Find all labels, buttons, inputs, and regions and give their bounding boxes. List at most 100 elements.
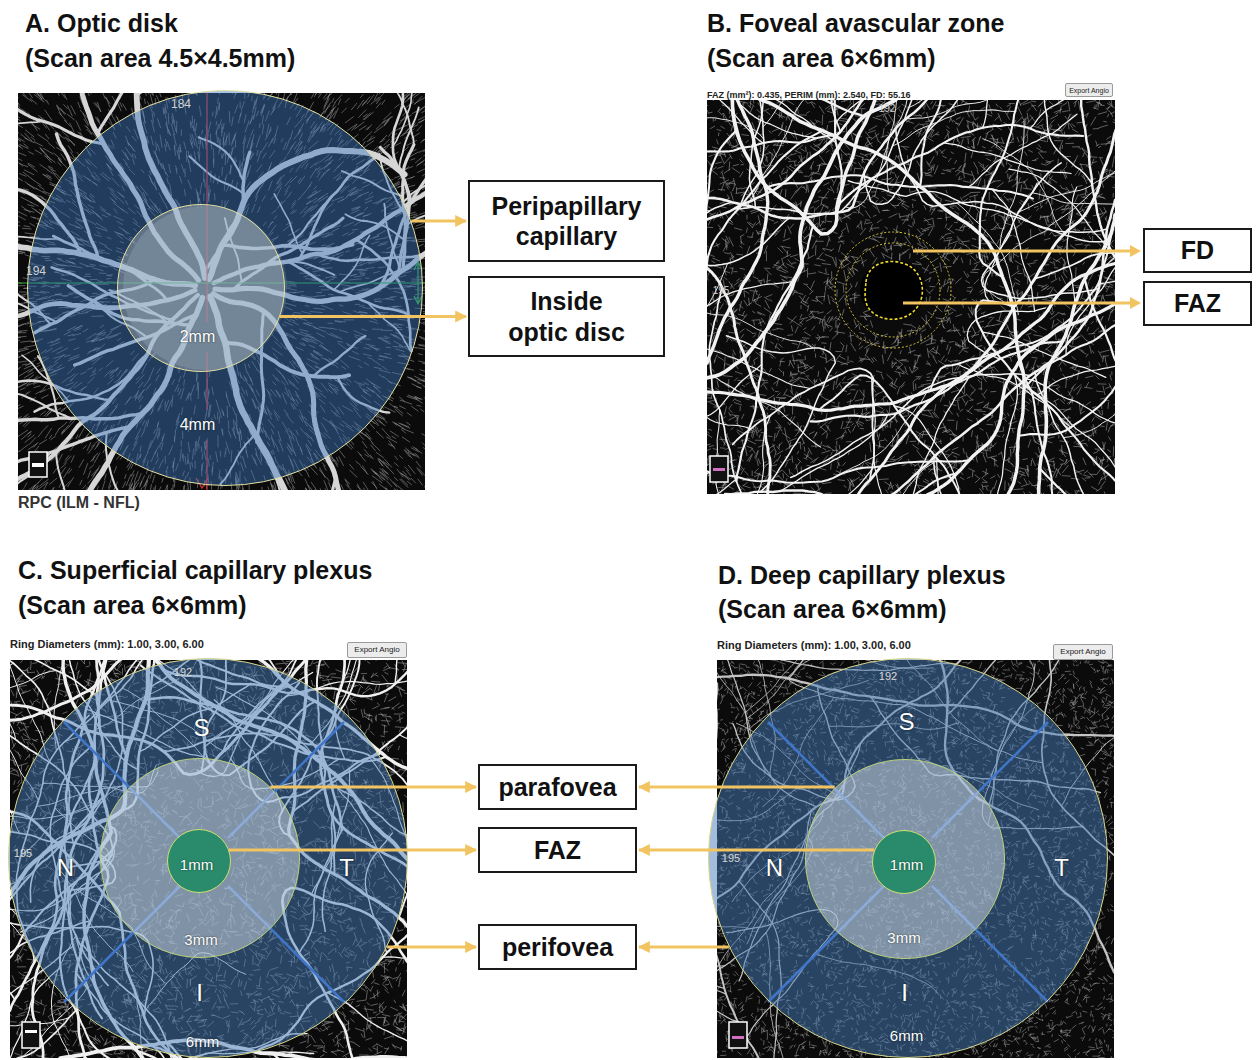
text-holder: I [901, 981, 908, 1005]
connector-arrow [639, 946, 729, 949]
ring-diameter: 6mm [890, 1027, 923, 1044]
retina-image [707, 100, 1115, 494]
label-holder: Ring Diameters (mm): 1.00, 3.00, 6.00 [717, 635, 911, 653]
vessel [754, 100, 1025, 494]
ring-diameter: 1mm [180, 856, 213, 873]
vessel [791, 374, 1031, 478]
callout-box: Peripapillary capillary [468, 180, 665, 262]
text-holder: S [193, 716, 209, 740]
sector-letter: S [193, 714, 209, 741]
label-holder: 192 [174, 662, 192, 680]
vessel [1000, 121, 1024, 250]
connector-arrow [639, 786, 835, 789]
slab-icon-bar [732, 1036, 744, 1039]
panel-title: (Scan area 6×6mm) [718, 595, 947, 623]
sector-letter: I [196, 979, 203, 1006]
button-label: Export Angio [1069, 87, 1109, 94]
vessel [789, 660, 811, 679]
slab-icon [29, 452, 47, 477]
vessel [983, 100, 988, 128]
vessel [707, 130, 737, 258]
button-label: Export Angio [354, 646, 399, 654]
text-holder: 6mm [890, 1027, 923, 1045]
image-annotation: Ring Diameters (mm): 1.00, 3.00, 6.00 [10, 638, 204, 650]
retina-image [18, 93, 425, 490]
sector-letter: N [57, 854, 74, 881]
vessel [10, 663, 13, 676]
sector-letter: T [339, 854, 354, 881]
connector-arrow [270, 786, 476, 789]
vessel [733, 100, 878, 234]
vessel [707, 100, 927, 219]
vessel [905, 100, 1019, 119]
connector-arrow [229, 849, 476, 852]
vessel [1031, 390, 1115, 481]
vessel [1020, 660, 1034, 670]
vessel [10, 970, 15, 1000]
vessel [717, 999, 738, 1022]
faz-area [860, 260, 926, 320]
region-circle: 2mm [117, 204, 285, 372]
panel-title: (Scan area 6×6mm) [18, 591, 247, 619]
connector-arrow [387, 946, 476, 949]
vessel [896, 128, 1106, 232]
vessel [982, 163, 1099, 299]
panel-title: (Scan area 6×6mm) [707, 44, 936, 72]
fd-ring [835, 232, 951, 348]
callout-label: parafovea [498, 772, 616, 803]
text-holder: 3mm [184, 931, 217, 949]
ring-diameter: 3mm [887, 929, 920, 946]
label-holder: 184 [171, 94, 191, 112]
vessel [56, 451, 70, 490]
region-circle: 3mm1mm [805, 759, 1005, 959]
button-label: Export Angio [1060, 648, 1105, 656]
label-holder: 192 [879, 666, 897, 684]
text-holder: T [1054, 856, 1069, 880]
vessel [967, 308, 1045, 359]
label-holder: B. Foveal avascular zone [707, 8, 1004, 38]
vessel [10, 703, 16, 740]
retina-image [717, 660, 1114, 1058]
label-holder: 192 [879, 98, 896, 116]
image-annotation: 195 [722, 852, 740, 864]
vessel [707, 309, 813, 348]
vessel [1035, 372, 1088, 494]
vessel [876, 200, 1115, 494]
text-holder: S [898, 710, 914, 734]
vessel [707, 472, 709, 482]
label-holder: 195 [722, 848, 740, 866]
slab-icon-bar [32, 463, 44, 467]
vessel [752, 415, 770, 494]
vessel [1024, 320, 1115, 389]
image-annotation: FAZ (mm²): 0.435, PERIM (mm): 2.540, FD:… [707, 90, 911, 100]
text-holder: T [339, 856, 354, 880]
panel-title: C. Superficial capillary plexus [18, 556, 372, 584]
vessel [137, 93, 157, 95]
vessel [707, 346, 810, 388]
vessel [10, 1009, 77, 1058]
leader-arrowhead [1130, 297, 1141, 309]
image-annotation: Ring Diameters (mm): 1.00, 3.00, 6.00 [717, 639, 911, 651]
vessel [399, 735, 407, 745]
image-annotation: 184 [171, 97, 191, 111]
vessel [383, 957, 407, 959]
sector-letter: S [898, 708, 914, 735]
slab-icon [729, 1022, 747, 1048]
vessel [1064, 402, 1116, 438]
vessel [1030, 100, 1080, 129]
image-annotation: 195 [713, 285, 730, 296]
panel-title: A. Optic disk [25, 9, 178, 37]
image-annotation: 192 [174, 666, 192, 678]
text-holder: 6mm [186, 1033, 219, 1051]
vessel [733, 368, 874, 480]
vessel [785, 100, 864, 116]
text-holder: I [196, 981, 203, 1005]
fd-ring [846, 243, 940, 337]
panel-title: D. Deep capillary plexus [718, 561, 1006, 589]
image-annotation: 192 [879, 670, 897, 682]
callout-label: FAZ [534, 835, 581, 866]
vessel [10, 671, 56, 692]
region-circle: 1mm [167, 829, 231, 893]
vessel [707, 404, 751, 429]
